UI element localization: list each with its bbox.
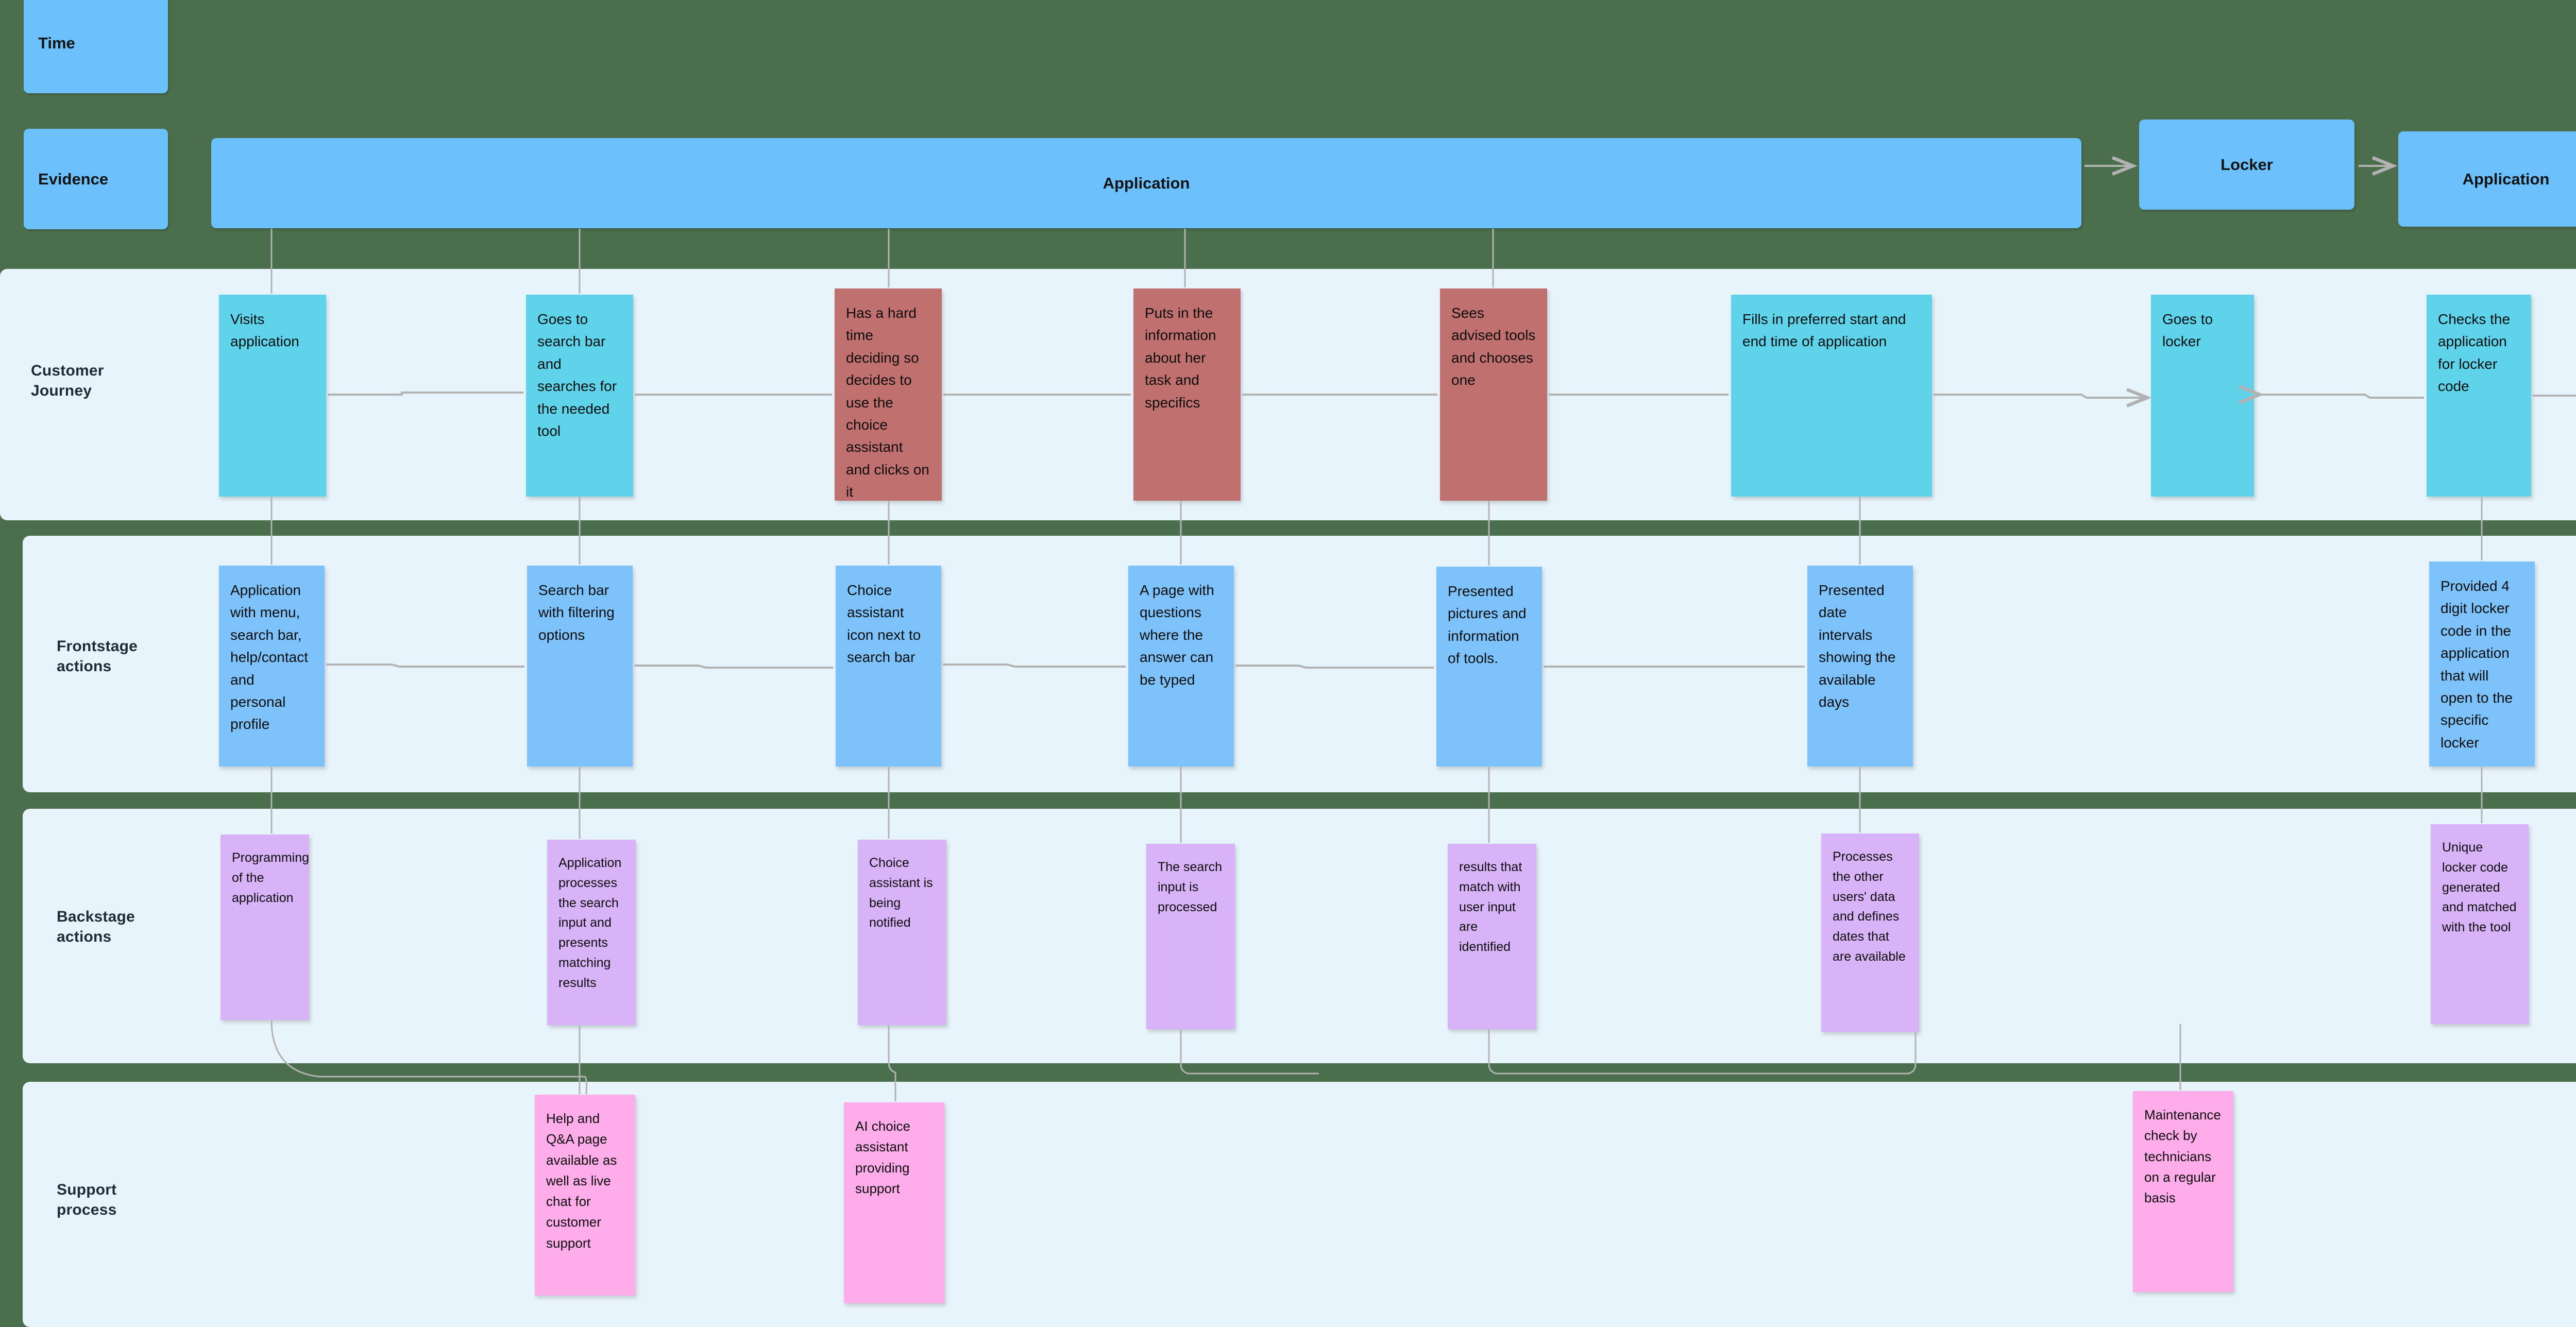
card-text: Application with menu, search bar, help/… xyxy=(230,582,308,733)
card-text: Sees advised tools and chooses one xyxy=(1451,305,1536,388)
band-frontstage xyxy=(23,536,2576,792)
frontstage-card[interactable]: Search bar with filtering options xyxy=(527,566,633,767)
row-label-backstage: Backstage actions xyxy=(57,908,135,945)
card-text: Presented pictures and information of to… xyxy=(1448,583,1527,667)
row-label-customer-journey: Customer Journey xyxy=(31,362,104,399)
card-text: Fills in preferred start and end time of… xyxy=(1742,311,1906,350)
customer-journey-card[interactable]: Fills in preferred start and end time of… xyxy=(1731,295,1932,497)
backstage-card[interactable]: results that match with user input are i… xyxy=(1448,844,1536,1029)
frontstage-card[interactable]: Presented date intervals showing the ava… xyxy=(1807,566,1913,767)
card-text: Choice assistant icon next to search bar xyxy=(847,582,921,666)
card-text: Puts in the information about her task a… xyxy=(1145,305,1216,411)
customer-journey-card[interactable]: Puts in the information about her task a… xyxy=(1133,288,1241,501)
customer-journey-card[interactable]: Goes to search bar and searches for the … xyxy=(526,295,633,497)
support-card[interactable]: AI choice assistant providing support xyxy=(844,1102,944,1303)
backstage-card[interactable]: Application processes the search input a… xyxy=(547,840,636,1025)
customer-journey-card[interactable]: Has a hard time deciding so decides to u… xyxy=(835,288,942,501)
card-text: Has a hard time deciding so decides to u… xyxy=(846,305,929,500)
support-card[interactable]: Help and Q&A page available as well as l… xyxy=(535,1095,635,1296)
row-label-support: Support process xyxy=(57,1181,117,1218)
customer-journey-card[interactable]: Goes to locker xyxy=(2151,295,2254,497)
backstage-card[interactable]: Programming of the application xyxy=(221,835,309,1020)
backstage-card[interactable]: The search input is processed xyxy=(1146,844,1235,1029)
card-text: Choice assistant is being notified xyxy=(869,856,933,930)
customer-journey-card[interactable]: Checks the application for locker code xyxy=(2427,295,2531,497)
card-text: Maintenance check by technicians on a re… xyxy=(2144,1107,2221,1206)
row-label-chip-time: Time xyxy=(24,0,168,93)
customer-journey-card[interactable]: Visits application xyxy=(219,295,326,497)
evidence-chip-application-2[interactable]: Application xyxy=(2398,131,2576,227)
backstage-card[interactable]: Choice assistant is being notified xyxy=(858,840,946,1025)
card-text: The search input is processed xyxy=(1158,860,1223,914)
card-text: Provided 4 digit locker code in the appl… xyxy=(2441,578,2513,751)
card-text: Unique locker code generated and matched… xyxy=(2442,840,2517,934)
evidence-chip-label: Locker xyxy=(2221,155,2273,174)
card-text: AI choice assistant providing support xyxy=(855,1118,910,1196)
row-label-frontstage: Frontstage actions xyxy=(57,638,138,675)
row-label-evidence: Evidence xyxy=(38,169,109,188)
card-text: Application processes the search input a… xyxy=(558,856,622,990)
backstage-card[interactable]: Processes the other users' data and defi… xyxy=(1821,833,1919,1032)
support-card[interactable]: Maintenance check by technicians on a re… xyxy=(2133,1091,2233,1292)
customer-journey-card[interactable]: Sees advised tools and chooses one xyxy=(1440,288,1547,501)
row-label-time: Time xyxy=(38,33,75,52)
frontstage-card[interactable]: A page with questions where the answer c… xyxy=(1128,566,1234,767)
card-text: Processes the other users' data and defi… xyxy=(1833,849,1906,964)
card-text: Help and Q&A page available as well as l… xyxy=(546,1111,617,1251)
evidence-chip-label: Application xyxy=(2462,169,2550,188)
band-backstage xyxy=(23,809,2576,1063)
backstage-card[interactable]: Unique locker code generated and matched… xyxy=(2431,824,2529,1024)
card-text: Visits application xyxy=(230,311,299,350)
card-text: results that match with user input are i… xyxy=(1459,860,1522,954)
card-text: A page with questions where the answer c… xyxy=(1140,582,1214,688)
evidence-chip-locker-1[interactable]: Locker xyxy=(2139,120,2354,210)
card-text: Presented date intervals showing the ava… xyxy=(1819,582,1896,710)
row-label-chip-evidence: Evidence xyxy=(24,129,168,229)
card-text: Goes to locker xyxy=(2162,311,2213,350)
card-text: Checks the application for locker code xyxy=(2438,311,2511,395)
frontstage-card[interactable]: Choice assistant icon next to search bar xyxy=(836,566,941,767)
evidence-chip-application-1[interactable]: Application xyxy=(211,138,2081,228)
frontstage-card[interactable]: Presented pictures and information of to… xyxy=(1436,567,1542,767)
card-text: Search bar with filtering options xyxy=(538,582,615,643)
frontstage-card[interactable]: Application with menu, search bar, help/… xyxy=(219,566,325,767)
frontstage-card[interactable]: Provided 4 digit locker code in the appl… xyxy=(2429,562,2535,767)
card-text: Programming of the application xyxy=(232,850,310,905)
card-text: Goes to search bar and searches for the … xyxy=(537,311,617,439)
evidence-chip-label: Application xyxy=(1103,174,1190,192)
